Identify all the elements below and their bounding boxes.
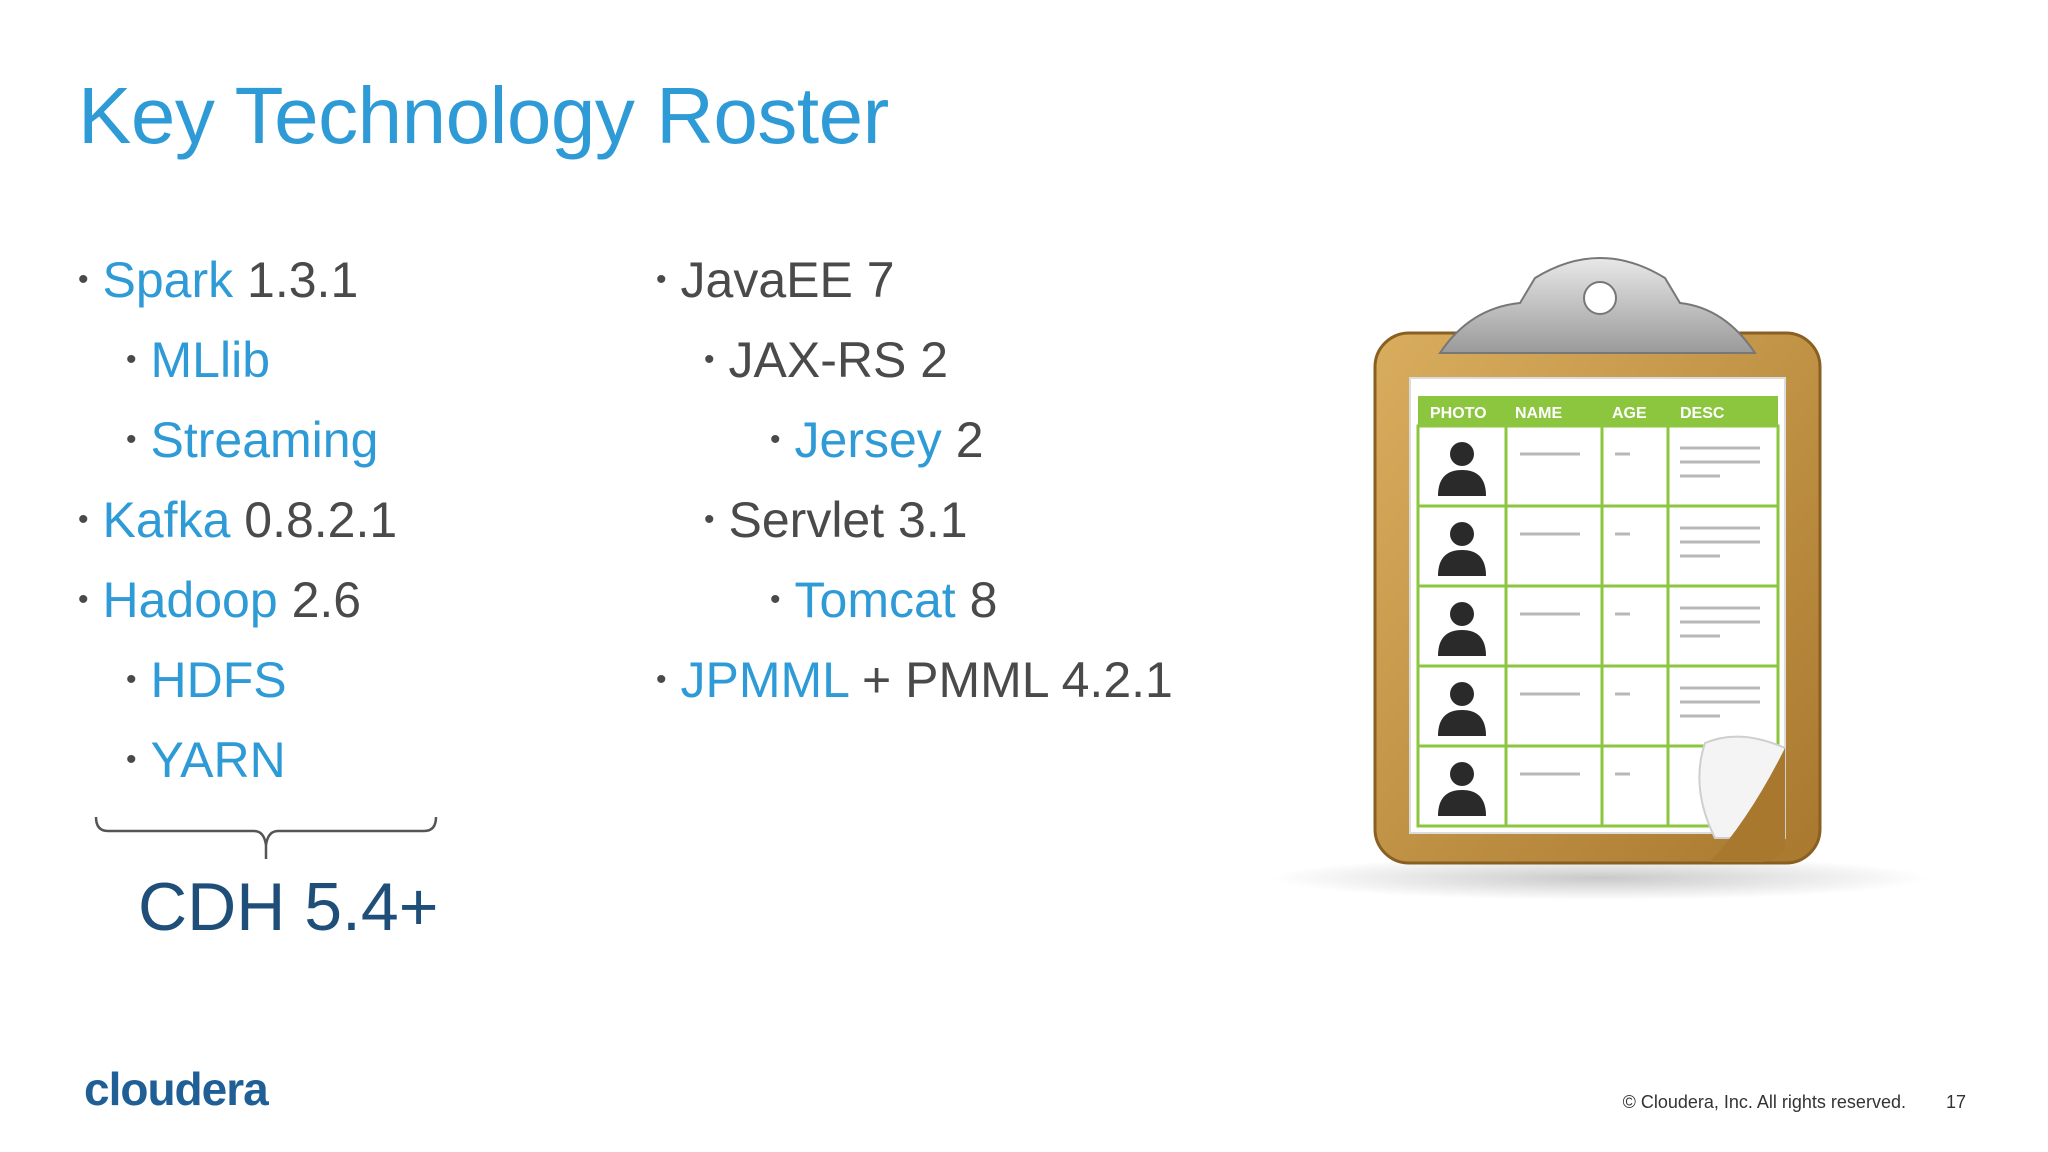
cloudera-logo: cloudera: [84, 1063, 269, 1115]
copyright-text: © Cloudera, Inc. All rights reserved.: [1622, 1092, 1906, 1112]
tech-version: + PMML 4.2.1: [862, 652, 1173, 708]
bullet: •: [126, 663, 137, 696]
list-item: • Tomcat 8: [770, 570, 997, 630]
bullet: •: [770, 423, 781, 456]
tech-version: JavaEE 7: [680, 252, 895, 308]
bullet: •: [126, 343, 137, 376]
tech-name: Streaming: [150, 412, 379, 468]
list-item: • JavaEE 7: [656, 250, 895, 310]
clipboard-header-desc: DESC: [1680, 405, 1725, 422]
tech-name: Kafka: [102, 492, 231, 548]
tech-name: JPMML: [680, 652, 849, 708]
list-item: • Servlet 3.1: [704, 490, 968, 550]
list-item: • JPMML + PMML 4.2.1: [656, 650, 1173, 710]
tech-version: JAX-RS 2: [728, 332, 949, 388]
bullet: •: [770, 583, 781, 616]
tech-name: Hadoop: [102, 572, 278, 628]
bullet: •: [704, 503, 715, 536]
bullet: •: [704, 343, 715, 376]
list-item: • Kafka 0.8.2.1: [78, 490, 397, 550]
tech-name: MLlib: [150, 332, 270, 388]
clipboard-header-photo: PHOTO: [1430, 405, 1487, 422]
clipboard-illustration: PHOTO NAME AGE DESC: [1270, 257, 1930, 900]
clipboard-header-name: NAME: [1515, 405, 1562, 422]
bullet: •: [656, 263, 667, 296]
list-item: • JAX-RS 2: [704, 330, 948, 390]
slide-footer: © Cloudera, Inc. All rights reserved. 17: [1583, 1092, 1966, 1113]
list-item: • MLlib: [126, 330, 270, 390]
bullet: •: [126, 743, 137, 776]
bullet: •: [78, 503, 89, 536]
bullet: •: [656, 663, 667, 696]
bullet: •: [126, 423, 137, 456]
tech-version: 2: [955, 412, 984, 468]
cdh-version-label: CDH 5.4+: [138, 869, 439, 945]
tech-version: 1.3.1: [247, 252, 359, 308]
tech-name: HDFS: [150, 652, 287, 708]
tech-version: 0.8.2.1: [244, 492, 398, 548]
tech-name: YARN: [150, 732, 286, 788]
curly-brace: [94, 816, 438, 859]
tech-name: Spark: [102, 252, 234, 308]
list-item: • HDFS: [126, 650, 287, 710]
list-item: • Streaming: [126, 410, 378, 470]
tech-version: 2.6: [291, 572, 362, 628]
list-item: • YARN: [126, 730, 286, 790]
tech-name: Tomcat: [794, 572, 956, 628]
slide-title: Key Technology Roster: [78, 71, 889, 160]
bullet: •: [78, 583, 89, 616]
list-item: • Hadoop 2.6: [78, 570, 361, 630]
list-item: • Jersey 2: [770, 410, 984, 470]
bullet: •: [78, 263, 89, 296]
list-item: • Spark 1.3.1: [78, 250, 358, 310]
tech-version: Servlet 3.1: [728, 492, 968, 548]
page-number: 17: [1945, 1092, 1966, 1112]
tech-version: 8: [969, 572, 998, 628]
tech-name: Jersey: [794, 412, 942, 468]
clipboard-header-age: AGE: [1612, 405, 1647, 422]
